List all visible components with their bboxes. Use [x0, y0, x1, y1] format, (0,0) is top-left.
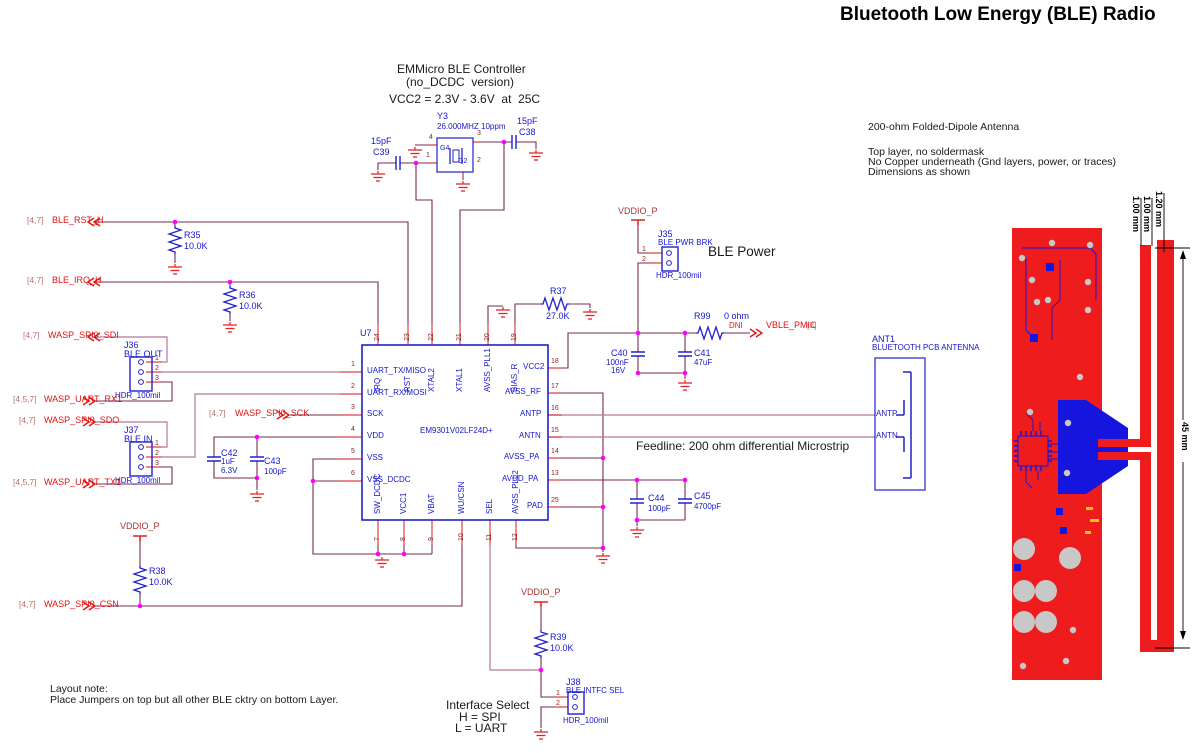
- dimension-lines: [1140, 193, 1190, 649]
- page-title: Bluetooth Low Energy (BLE) Radio: [840, 4, 1156, 25]
- connector-j36: [129, 356, 153, 392]
- power-symbols: [132, 219, 646, 608]
- pcb-pads: [1014, 263, 1067, 571]
- connector-j35: [661, 246, 679, 272]
- net-wires: [95, 141, 750, 728]
- resistors: [131, 226, 724, 658]
- ground-symbols: [167, 146, 693, 740]
- ic-u7: [361, 344, 549, 521]
- capacitors: [207, 135, 692, 504]
- antenna-ant1: [874, 357, 926, 491]
- antenna-traces: [1098, 240, 1174, 652]
- net-wires-light: [95, 336, 875, 671]
- dimension-arrowheads: [1180, 250, 1186, 640]
- connector-j37: [129, 441, 153, 477]
- pcb-antenna-artwork: [1012, 193, 1190, 680]
- pcb-silkscreen-marks: [1085, 507, 1099, 534]
- connector-j38: [567, 691, 585, 715]
- net-flag-icons: [82, 217, 763, 611]
- pcb-vias: [1013, 239, 1094, 670]
- crystal-y3: [436, 137, 474, 173]
- junction-dots: [137, 139, 688, 673]
- pcb-chip-footprint: [1014, 431, 1052, 471]
- pin-stubs: [146, 141, 662, 708]
